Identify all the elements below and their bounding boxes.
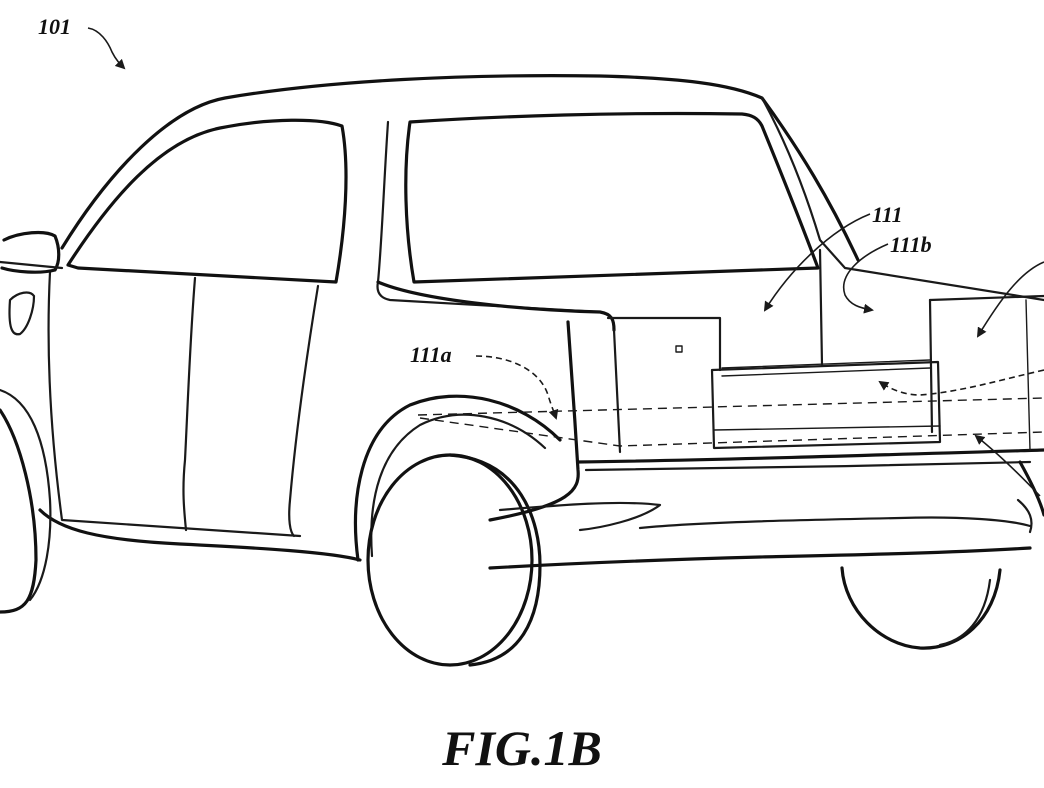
bed-far-wall bbox=[612, 328, 622, 454]
rear-wheel-arch-inner bbox=[370, 413, 547, 558]
leader-right-middle bbox=[878, 369, 1044, 396]
rocker-panel bbox=[38, 508, 362, 562]
bed-front-wall-right bbox=[818, 248, 824, 367]
rear-bumper bbox=[488, 546, 1032, 570]
rear-wheel-tread bbox=[448, 453, 542, 667]
bed-right-panel-edge bbox=[1025, 299, 1031, 451]
side-mirror bbox=[0, 230, 61, 274]
leader-111 bbox=[763, 213, 871, 312]
label-111: 111 bbox=[872, 202, 903, 227]
side-panel-handle bbox=[8, 291, 36, 336]
label-111b: 111b bbox=[890, 232, 932, 257]
mirror-arm bbox=[0, 260, 64, 270]
storage-box-side bbox=[713, 425, 941, 431]
rear-wheel-arch bbox=[353, 394, 562, 562]
storage-box-lid bbox=[721, 359, 931, 377]
reference-labels: 101 111 111b 111a bbox=[38, 14, 1044, 497]
door-split bbox=[182, 276, 197, 532]
tailgate-inner bbox=[584, 460, 1032, 472]
bed-front-wall-left bbox=[606, 316, 722, 372]
leader-111b bbox=[842, 243, 889, 314]
far-rear-wheel bbox=[840, 566, 1002, 650]
front-door-edge bbox=[47, 270, 302, 538]
rear-door-edge bbox=[288, 284, 320, 538]
tonneau-lower bbox=[419, 417, 1044, 447]
leader-111a bbox=[475, 355, 559, 420]
label-111a: 111a bbox=[410, 342, 452, 367]
roof-outline bbox=[60, 74, 860, 262]
truck-body bbox=[0, 74, 1044, 667]
front-wheel-arch bbox=[0, 388, 52, 602]
bed-right-wall bbox=[928, 298, 934, 434]
bed-right-panel bbox=[928, 294, 1044, 302]
rear-wheel bbox=[366, 453, 534, 667]
bumper-lip bbox=[498, 501, 662, 532]
cab-back-wall bbox=[376, 120, 602, 314]
bumper-recess bbox=[638, 516, 1032, 530]
cab-rear-window bbox=[404, 111, 820, 284]
front-wheel bbox=[0, 408, 38, 614]
leader-right-lower bbox=[974, 434, 1041, 497]
bed-side-rear bbox=[488, 320, 580, 522]
bumper-step bbox=[1016, 498, 1033, 534]
leader-right-upper bbox=[976, 261, 1044, 338]
leader-101 bbox=[87, 27, 126, 70]
far-wheel-tread bbox=[938, 578, 992, 647]
figure-caption: FIG.1B bbox=[441, 720, 602, 776]
storage-box bbox=[710, 360, 942, 450]
side-window bbox=[66, 118, 348, 284]
bed-tie-down bbox=[675, 345, 683, 353]
cab-pillar-right bbox=[760, 96, 1044, 302]
tailgate-top bbox=[576, 448, 1044, 464]
label-101: 101 bbox=[38, 14, 71, 39]
bed-side-top bbox=[376, 280, 616, 332]
